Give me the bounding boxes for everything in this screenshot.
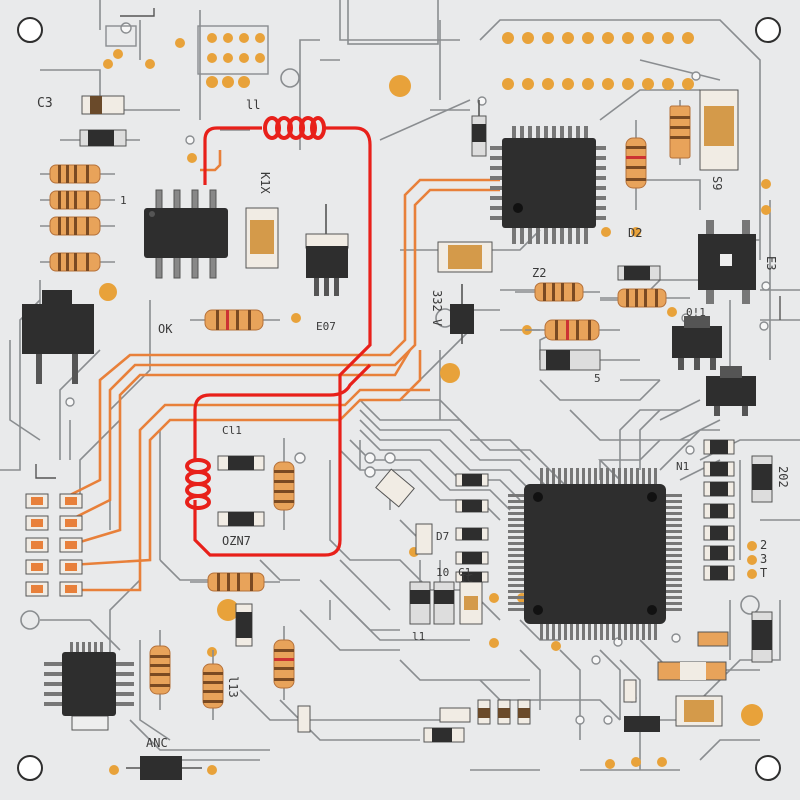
silk-label-k1x: K1X xyxy=(258,172,272,194)
capacitor-array-centers xyxy=(710,440,728,580)
silk-label-n1: N1 xyxy=(676,460,690,473)
transistor-icon xyxy=(672,316,722,370)
resistor-icon xyxy=(40,252,115,272)
capacitor-icon xyxy=(437,241,493,273)
transistor-icon xyxy=(706,366,756,416)
resistor-icon xyxy=(600,288,690,308)
capacitor-icon xyxy=(217,511,265,527)
capacitor-icon xyxy=(623,679,660,732)
capacitor-icon xyxy=(235,603,253,647)
capacitor-icon xyxy=(217,455,265,471)
inductor-icon xyxy=(185,458,211,510)
capacitor-icon xyxy=(539,349,601,371)
capacitor-icon xyxy=(657,661,727,681)
small-vias xyxy=(65,22,771,725)
silk-label-t: T xyxy=(760,566,768,580)
resistor-icon xyxy=(525,319,620,341)
resistor-icon xyxy=(40,216,115,236)
silk-label-z2: Z2 xyxy=(532,266,547,280)
transistor-icon xyxy=(698,220,756,304)
resistor-icon xyxy=(40,190,115,210)
resistor-icon xyxy=(625,120,647,210)
red-traces xyxy=(193,126,372,557)
resistor-icon xyxy=(515,282,600,302)
silk-label-5: 5 xyxy=(594,372,601,385)
capacitor-icon xyxy=(697,631,729,647)
ic-chip-icon xyxy=(144,189,228,279)
silk-label-e07: E07 xyxy=(316,320,336,333)
silk-label-332v: 332 V xyxy=(430,290,444,327)
silk-label-l-top: ll xyxy=(246,98,261,112)
capacitor-icon xyxy=(79,129,127,147)
silk-label-2: 2 xyxy=(760,538,768,552)
ic-chip-icon xyxy=(490,126,606,244)
capacitor-icon xyxy=(751,611,773,663)
resistor-icon xyxy=(190,309,280,331)
silk-label-ozn7: OZN7 xyxy=(222,534,251,548)
silk-label-3: 3 xyxy=(760,552,768,566)
capacitor-icon xyxy=(81,95,125,115)
capacitor-icon xyxy=(415,523,433,555)
silk-label-e3: E3 xyxy=(764,256,778,271)
diode-icon xyxy=(450,284,474,344)
capacitor-icon xyxy=(675,695,723,727)
silk-label-1: 1 xyxy=(120,194,127,207)
silk-label-10: 10 xyxy=(436,566,450,579)
inductor-icon xyxy=(263,116,326,140)
mounting-hole-icon xyxy=(17,17,781,781)
ic-chip-icon xyxy=(44,642,134,731)
silk-label-01: 0!1 xyxy=(686,306,706,319)
resistor-icon xyxy=(202,650,224,720)
resistor-icon xyxy=(669,100,691,165)
mcu-pins xyxy=(508,468,682,640)
diode-icon xyxy=(126,756,202,780)
resistor-icon xyxy=(273,626,295,700)
edge-connector-pads xyxy=(25,493,83,597)
capacitor-icon xyxy=(471,100,487,157)
orange-vias xyxy=(99,38,771,775)
silk-label-ok: OK xyxy=(158,322,173,336)
capacitor-icon xyxy=(477,699,531,725)
header-connector-outline xyxy=(347,0,439,45)
capacitor-icon xyxy=(423,707,471,743)
silkscreen-marks xyxy=(35,8,781,479)
silk-label-ci1: Cl1 xyxy=(222,424,242,437)
capacitor-icon xyxy=(409,581,483,625)
capacitor-icon xyxy=(751,455,773,503)
capacitor-icon xyxy=(375,468,415,508)
capacitor-array-centers xyxy=(462,474,482,582)
silk-label-d2: D2 xyxy=(628,226,643,240)
capacitor-icon xyxy=(617,265,661,281)
header-pads xyxy=(197,25,269,88)
transistor-icon xyxy=(305,204,349,296)
resistor-icon xyxy=(190,572,280,592)
capacitor-icon xyxy=(297,705,311,733)
silk-label-l1: l1 xyxy=(412,630,426,643)
resistor-icon xyxy=(40,164,115,184)
capacitor-icon xyxy=(699,89,739,171)
silk-label-anc: ANC xyxy=(146,736,168,750)
resistor-icon xyxy=(273,438,295,530)
smd-pad xyxy=(105,25,137,47)
silk-label-202: 202 xyxy=(776,466,790,488)
silk-label-s9: S9 xyxy=(710,176,724,191)
resistor-icon xyxy=(149,630,171,710)
mcu-ic-chip-icon xyxy=(508,468,682,640)
silk-label-c3: C3 xyxy=(37,96,53,111)
silk-label-ic: IC xyxy=(460,572,474,585)
big-header-pads xyxy=(502,32,694,90)
silk-label-d7: D7 xyxy=(436,530,450,543)
transistor-icon xyxy=(22,290,94,384)
silk-label-l13: l13 xyxy=(226,676,240,698)
capacitor-icon xyxy=(245,207,279,269)
silk-label-c1: C1 xyxy=(458,566,472,579)
